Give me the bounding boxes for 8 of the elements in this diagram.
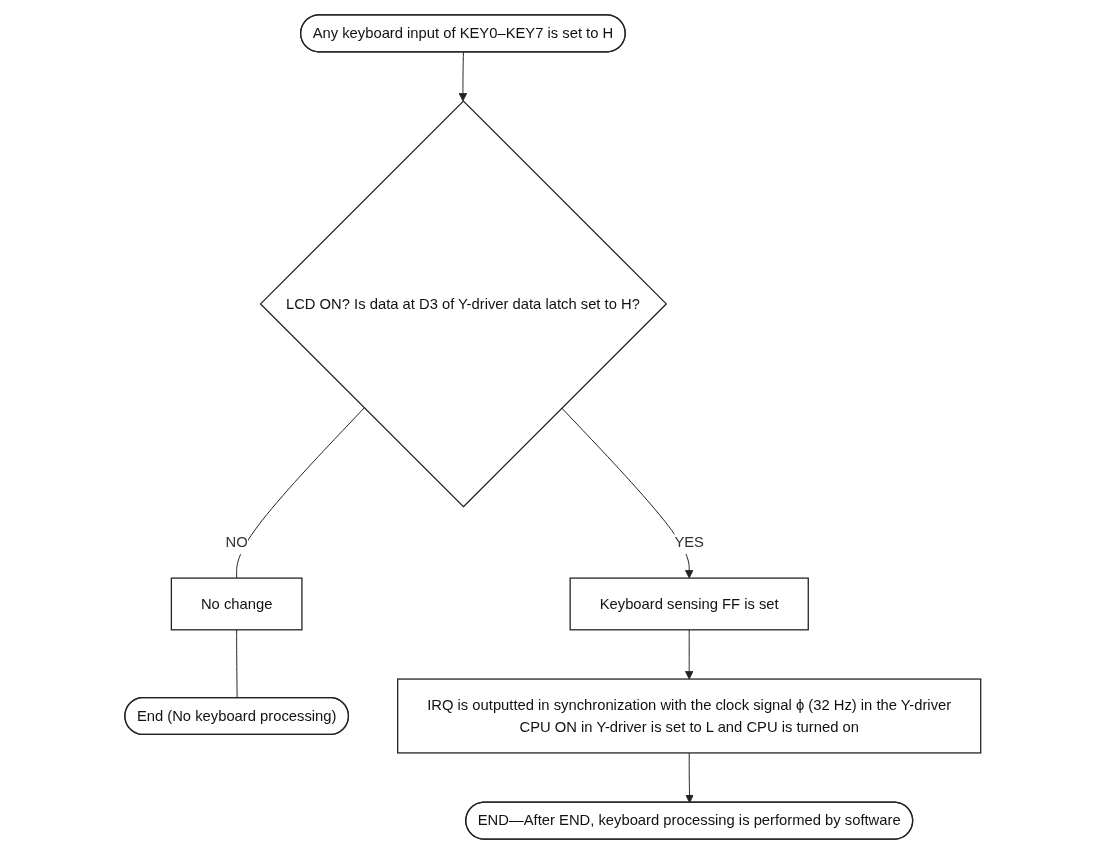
edge-label: YES: [674, 533, 705, 551]
connector: [236, 629, 238, 699]
connector: [236, 407, 365, 579]
node-box: IRQ is outputted in synchronization with the clock signal ϕ (32 Hz) in the Y-driver CPU ON in Y-driver is set to L and CPU is turned on: [397, 678, 982, 754]
edge-label: NO: [225, 533, 248, 551]
node-box: Keyboard sensing FF is set: [569, 577, 810, 631]
node-diamond: LCD ON? Is data at D3 of Y-driver data latch set to H?: [259, 100, 668, 508]
node-box: No change: [170, 577, 303, 631]
